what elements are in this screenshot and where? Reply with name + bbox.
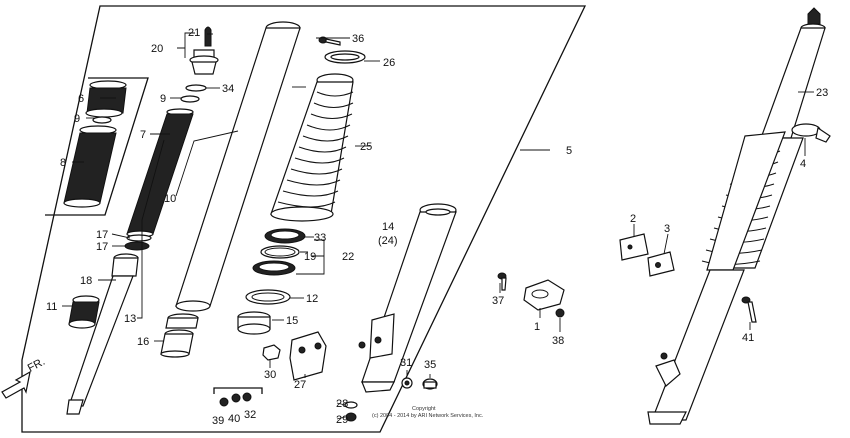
callout-36: 36 [352,33,364,45]
callout-33: 33 [314,232,326,244]
copyright-notice: Copyright (c) 2004 - 2014 by ARI Network… [372,406,484,419]
leader-lines [62,32,814,420]
fork-spring-upper [85,80,127,118]
callout-29: 29 [336,414,348,426]
assembled-fork-23 [647,7,826,425]
callout-25: 25 [360,141,372,153]
direction-label-fr: FR. [26,356,47,375]
copyright-line-1: Copyright [412,406,436,412]
callout-7: 7 [140,129,146,141]
callout-18: 18 [80,275,92,287]
callout-15: 15 [286,315,298,327]
nut-30 [262,344,281,361]
callout-4: 4 [800,158,806,170]
callout-38: 38 [552,335,564,347]
bracket-3 [647,251,675,277]
assembly-frame [21,5,587,433]
damper-rod [66,253,139,415]
callout-14b: (24) [378,235,398,247]
washer-9 [180,95,200,103]
callout-28: 28 [336,398,348,410]
callout-3: 3 [664,223,670,235]
callout-31: 31 [400,357,412,369]
washer-9-left [92,116,112,124]
spring-seat-17b [124,241,150,251]
fork-boot [270,73,354,222]
callout-26: 26 [383,57,395,69]
callout-30: 30 [264,369,276,381]
spring-kit-frame [45,77,149,216]
o-ring-34 [185,84,207,92]
fork-slider [358,203,457,393]
washer-31 [401,377,413,389]
brake-cable-holder-1 [523,279,565,311]
callout-16: 16 [137,336,149,348]
bolt-37 [497,272,507,291]
fork-spring-lower [63,125,117,208]
callout-20: 20 [151,43,163,55]
stopper-ring-19 [260,245,300,259]
bolt-41 [741,296,757,323]
slide-bushing-13 [165,313,199,329]
callout-19: 19 [304,251,316,263]
callout-11: 11 [46,301,57,313]
axle-holder-27 [289,331,327,381]
callout-2: 2 [630,213,636,225]
nut-38 [555,308,565,318]
oil-seal [252,260,296,276]
callout-5: 5 [566,145,572,157]
seal-33 [264,228,306,244]
callout-14: 14 [382,221,394,233]
callout-13: 13 [124,313,136,325]
callout-37: 37 [492,295,504,307]
callout-34: 34 [222,83,234,95]
callout-27: 27 [294,379,306,391]
callout-32: 32 [244,409,256,421]
boot-band-26 [324,50,366,64]
callout-17b: 17 [96,241,108,253]
bolts-39-40-32 [219,392,252,407]
callout-6: 6 [78,93,84,105]
callout-9b: 9 [160,93,166,105]
callout-9a: 9 [74,113,80,125]
fork-cap-bolt [189,26,219,75]
bracket-2 [619,233,649,261]
callout-35: 35 [424,359,436,371]
front-direction-arrow-icon [1,370,31,399]
small-parts-frame [213,387,263,394]
rebound-spring [68,295,100,329]
bolt-35 [422,378,438,390]
back-up-ring-12 [245,289,291,305]
callout-10: 10 [164,193,176,205]
callout-12: 12 [306,293,318,305]
callout-21: 21 [188,27,200,39]
spring-seat-17a [126,234,152,242]
callout-39: 39 [212,415,224,427]
callout-23: 23 [816,87,828,99]
oil-lock-piece-16 [160,329,194,358]
drain-bolt-29 [345,412,357,422]
callout-1: 1 [534,321,540,333]
copyright-line-2: (c) 2004 - 2014 by ARI Network Services,… [372,413,484,419]
callout-8: 8 [60,157,66,169]
inner-fork-tube [175,21,301,312]
guide-bushing-15 [237,311,271,335]
band-screw-36 [318,36,341,46]
callout-22: 22 [342,251,354,263]
callout-41: 41 [742,332,754,344]
callout-40: 40 [228,413,240,425]
callout-17a: 17 [96,229,108,241]
callout-labels: 1 2 3 4 5 6 7 8 9 9 10 11 12 13 14 (24) … [26,27,828,427]
boot-band-4 [791,123,831,143]
